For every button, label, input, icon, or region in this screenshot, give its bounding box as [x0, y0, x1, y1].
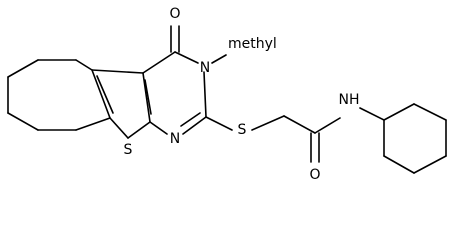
bond — [383, 155, 415, 174]
bond — [413, 103, 447, 121]
nitrogen-ring-label: N — [170, 131, 180, 147]
sulfur-thiophene-label: S — [124, 142, 133, 158]
amide-oxygen-label: O — [309, 167, 320, 183]
bond — [314, 117, 341, 134]
bond — [203, 71, 207, 118]
bond — [144, 79, 152, 115]
oxygen-label: O — [169, 6, 180, 22]
bond — [142, 72, 151, 123]
bond — [109, 117, 129, 139]
nitrogen-label: N — [200, 60, 210, 76]
bond — [127, 121, 151, 139]
bond — [75, 59, 93, 71]
bond — [205, 116, 233, 131]
bond — [359, 107, 385, 121]
bond — [91, 69, 111, 119]
bond — [174, 51, 199, 64]
bond — [251, 115, 285, 131]
bond — [96, 75, 114, 114]
bond — [283, 115, 316, 134]
bond — [75, 117, 111, 131]
bond — [142, 51, 176, 74]
bond — [413, 155, 447, 174]
bond — [182, 116, 207, 135]
molecule-structure: O N methyl N S S O NH — [7, 6, 447, 183]
methyl-label: methyl — [228, 36, 277, 52]
bond — [180, 112, 201, 127]
bond — [7, 59, 39, 78]
bond — [149, 121, 168, 135]
bond — [211, 54, 227, 64]
sulfur-thioether-label: S — [238, 122, 247, 138]
bond — [91, 69, 144, 74]
bond — [7, 112, 39, 131]
bond — [383, 103, 415, 121]
amide-nh-label: NH — [339, 92, 360, 108]
